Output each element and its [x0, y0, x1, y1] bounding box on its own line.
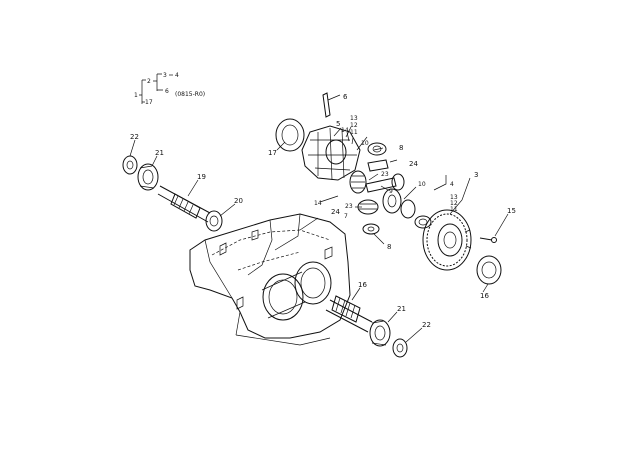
shaft-18 [325, 299, 373, 333]
bolt-15 [479, 237, 493, 241]
callout-11-right: 11 [450, 206, 458, 213]
ring-gear-assembly [422, 209, 502, 285]
legend-n1: 1 [134, 92, 138, 99]
callout-20: 20 [234, 197, 243, 205]
output-shaft-assembly [325, 295, 408, 358]
callout-15: 15 [507, 207, 516, 215]
callout-4-bracket: 4 [450, 181, 454, 188]
legend-bracket-1 [139, 79, 146, 104]
legend-n6: 6 [165, 88, 169, 95]
washer-8-upper [367, 142, 387, 156]
seal-22-upper [122, 155, 138, 175]
legend-code: (0815-R0) [175, 91, 205, 98]
callout-17: 17 [268, 149, 277, 157]
shaft-19 [157, 185, 211, 223]
cross-pin-9 [365, 177, 397, 193]
bearing-21-upper [137, 163, 159, 191]
seal-17 [275, 118, 305, 152]
bearing-20 [205, 210, 223, 232]
leader-lines [129, 94, 509, 343]
gear-23-upper [349, 170, 367, 194]
callout-21-upper: 21 [155, 149, 164, 157]
callout-22-lower: 22 [422, 321, 431, 329]
callout-14-mid: 14 [314, 200, 322, 207]
seal-16-right [476, 255, 502, 285]
input-shaft-assembly [122, 155, 223, 232]
callout-7: 7 [344, 213, 348, 220]
pin-6 [322, 92, 331, 118]
callout-8-lower: 8 [387, 243, 391, 251]
callout-19: 19 [197, 173, 206, 181]
callout-16-lower: 16 [358, 281, 367, 289]
callout-13-right: 13 [450, 194, 458, 201]
legend-tree: 1 2 3 4 6 17 (0815-R0) [134, 72, 205, 106]
legend-n4: 4 [175, 72, 179, 79]
callout-24-right: 24 [409, 160, 418, 168]
bearing-21-lower [369, 319, 391, 347]
callout-labels: 6 5 13 12 11 14 10 8 24 23 9 10 4 13 12 … [130, 93, 516, 329]
callout-12-right: 12 [450, 200, 458, 207]
seal-22-lower [392, 338, 408, 358]
callout-10-right: 10 [418, 181, 426, 188]
callout-12-top: 12 [350, 122, 358, 129]
callout-11-top: 11 [350, 129, 358, 136]
callout-6: 6 [343, 93, 348, 101]
callout-10-upper: 10 [361, 140, 369, 147]
callout-8-upper: 8 [399, 144, 403, 152]
legend-n3: 3 [163, 72, 167, 79]
callout-16-right: 16 [480, 292, 489, 300]
washer-8-lower [362, 223, 380, 235]
gearbox-housing [189, 213, 351, 346]
callout-24-left: 24 [331, 208, 340, 216]
differential-assembly [275, 92, 432, 235]
callout-23-upper: 23 [381, 171, 389, 178]
callout-5: 5 [336, 120, 340, 128]
callout-22-upper: 22 [130, 133, 139, 141]
legend-n17: 17 [145, 99, 153, 106]
ring-gear [422, 209, 472, 271]
callout-9: 9 [389, 188, 393, 195]
callout-3: 3 [474, 171, 478, 179]
callout-21-lower: 21 [397, 305, 406, 313]
diff-case-5 [301, 125, 361, 181]
callout-13-top: 13 [350, 115, 358, 122]
callout-14-top: 14 [341, 127, 349, 134]
legend-bracket-2 [153, 73, 163, 91]
legend-n2: 2 [147, 78, 151, 85]
callout-23-lower: 23 [345, 203, 353, 210]
